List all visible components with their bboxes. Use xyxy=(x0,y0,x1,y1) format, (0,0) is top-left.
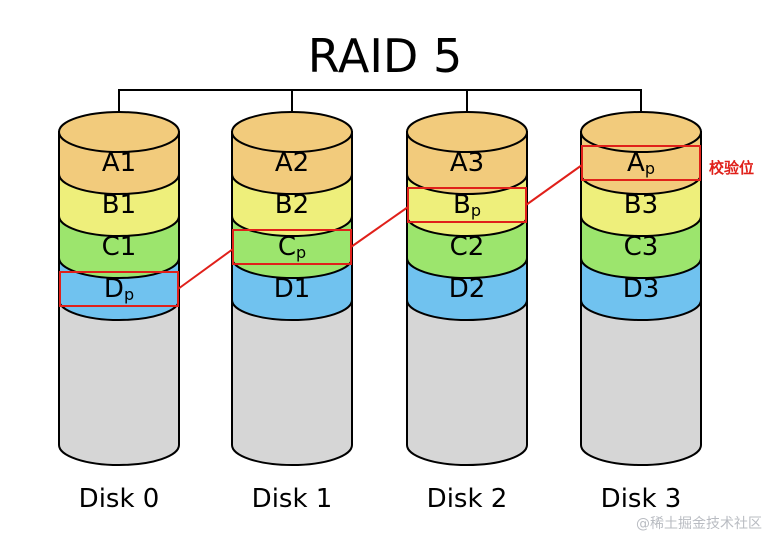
parity-highlight-box xyxy=(581,145,701,181)
disk-free-space xyxy=(580,299,702,466)
block-label-a: A1 xyxy=(102,148,136,178)
disk-label: Disk 2 xyxy=(427,484,508,514)
disk-label: Disk 0 xyxy=(79,484,160,514)
block-label-b: B3 xyxy=(624,190,658,220)
block-label-a: Ap xyxy=(627,148,655,178)
block-label-d: D2 xyxy=(449,274,486,304)
parity-link-line xyxy=(177,248,234,290)
watermark: @稀土掘金技术社区 xyxy=(636,516,762,532)
block-label-b: Bp xyxy=(453,190,481,220)
block-label-c: C1 xyxy=(102,232,137,262)
block-label-c: Cp xyxy=(278,232,306,262)
parity-link-line xyxy=(350,206,409,248)
diagram-title: RAID 5 xyxy=(308,29,462,83)
parity-highlight-box xyxy=(407,187,527,223)
disk-free-space xyxy=(406,299,528,466)
parity-highlight-box xyxy=(232,229,352,265)
block-label-b: B2 xyxy=(275,190,309,220)
disk-top-cap xyxy=(58,111,180,153)
block-label-d: Dp xyxy=(104,274,134,304)
disk-top-cap xyxy=(406,111,528,153)
block-label-a: A2 xyxy=(275,148,309,178)
bus-line xyxy=(118,89,642,112)
parity-highlight-box xyxy=(59,271,179,307)
disk-top-cap xyxy=(580,111,702,153)
block-label-c: C3 xyxy=(624,232,659,262)
block-label-c: C2 xyxy=(450,232,485,262)
block-label-d: D1 xyxy=(274,274,311,304)
disk-label: Disk 3 xyxy=(601,484,682,514)
parity-highlight-boxes xyxy=(59,145,701,307)
disk-connectors xyxy=(118,89,642,112)
disk-free-space xyxy=(58,299,180,466)
block-label-b: B1 xyxy=(102,190,136,220)
block-label-a: A3 xyxy=(450,148,484,178)
parity-link-lines xyxy=(177,164,583,290)
disk-free-space xyxy=(231,299,353,466)
parity-link-line xyxy=(525,164,583,206)
parity-annotation: 校验位 xyxy=(709,159,754,177)
disk-label: Disk 1 xyxy=(252,484,333,514)
block-label-d: D3 xyxy=(623,274,660,304)
disk-top-cap xyxy=(231,111,353,153)
